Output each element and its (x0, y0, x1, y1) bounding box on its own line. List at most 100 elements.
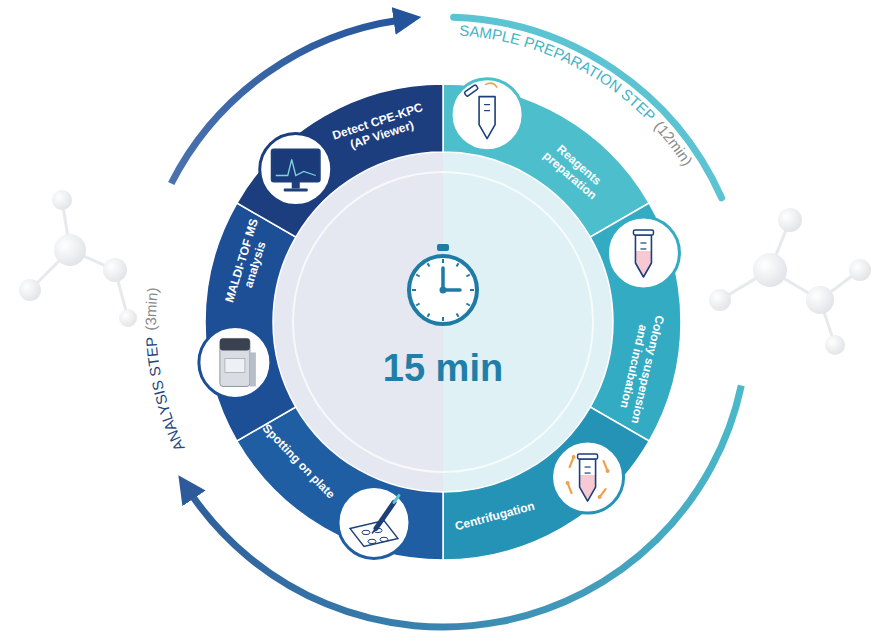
step-title: SAMPLE PREPARATION STEP (459, 21, 659, 124)
tube-cap (464, 85, 478, 97)
tube-body (479, 97, 495, 139)
spin-arrow (568, 483, 572, 493)
clock-tick (457, 263, 459, 266)
tube-mark (640, 248, 646, 249)
ms-instrument-door (225, 358, 245, 372)
inner-disc-right (443, 152, 613, 492)
step-label: Reagents preparation (536, 135, 613, 207)
ring-segment (205, 203, 296, 441)
plate-spot (368, 539, 376, 543)
clock-tick (428, 263, 430, 266)
ms-instrument-top (220, 338, 250, 350)
step-label: Colony suspension and incubation (613, 307, 666, 428)
clock-tick (416, 275, 419, 277)
step-title-text: (3min) (142, 287, 161, 331)
ring-segment (590, 203, 681, 441)
pipette-tip (372, 528, 376, 533)
ms-instrument (220, 338, 250, 386)
ring-segment (237, 84, 443, 237)
tube-mark (484, 110, 490, 111)
monitor-screen (272, 149, 320, 181)
spin-arrow (604, 461, 608, 471)
step-title: (12min) (651, 117, 696, 168)
tube-mark (640, 242, 646, 243)
spin-arrow-head (566, 481, 570, 485)
target-plate (350, 520, 398, 546)
clock-tick (470, 289, 474, 291)
step-label: Centrifugation (440, 496, 550, 538)
step-title-text: ANALYSIS STEP (142, 336, 187, 453)
spin-arrow (570, 457, 574, 467)
tube-mark (484, 104, 490, 105)
center-disc (273, 152, 613, 492)
pipette-body (376, 502, 394, 528)
clock-tick (428, 313, 430, 316)
plate-spot (380, 537, 388, 541)
step-icon (464, 83, 497, 138)
clock-tick (412, 289, 416, 291)
step-label: Detect CPE-KPC (AP Viewer) (327, 100, 434, 158)
tube-mark (585, 472, 591, 473)
spin-arrow-head (572, 455, 576, 459)
inner-disc-left (273, 152, 443, 492)
icon-circle (451, 79, 523, 151)
clock-tick (457, 313, 459, 316)
clock-tick (442, 259, 444, 263)
tube-liquid (635, 251, 651, 277)
monitor-neck (292, 181, 300, 188)
clock-face (409, 256, 477, 324)
tube-mark (585, 466, 591, 467)
step-labels: SAMPLE PREPARATION STEP(12min) ANALYSIS S… (142, 21, 696, 453)
pipette-button (394, 495, 399, 502)
clock-pin (440, 287, 447, 294)
step-label: Spotting on plate (254, 417, 342, 507)
icon-circle (199, 326, 271, 398)
ring-segment (443, 84, 649, 237)
tube-body (635, 235, 651, 277)
step-icon (633, 230, 653, 277)
cycle-arrow (171, 20, 400, 184)
step-title-text: SAMPLE PREPARATION STEP (459, 21, 659, 124)
spin-arrow (600, 489, 606, 497)
icon-circle (552, 441, 624, 513)
ring-segment (237, 407, 443, 560)
icon-circle (607, 217, 679, 289)
icon-circle (260, 133, 332, 205)
spin-arrow-head (606, 469, 610, 473)
tube-cap (578, 454, 598, 459)
clock-tick (466, 304, 469, 306)
inner-ring (293, 172, 593, 472)
clock-tick (442, 317, 444, 321)
ms-instrument-side (250, 352, 256, 386)
cycle-arrows (171, 17, 741, 627)
step-title-text: (12min) (651, 117, 696, 168)
clock-tick (466, 275, 469, 277)
step-title: (3min) (142, 287, 161, 331)
clock-tick (416, 304, 419, 306)
tube-cap (633, 230, 653, 235)
step-icon (566, 454, 610, 501)
total-time: 15 min (383, 347, 503, 390)
step-label: MALDI-TOF MS analysis (221, 212, 276, 314)
plate-spot (374, 528, 382, 532)
step-icon (272, 149, 320, 191)
spin-arrow-head (598, 495, 602, 499)
step-title: ANALYSIS STEP (142, 336, 187, 453)
monitor-base (284, 188, 308, 191)
ring-segment (443, 407, 649, 560)
step-icon (350, 495, 399, 546)
spectrum-trace (276, 159, 316, 175)
